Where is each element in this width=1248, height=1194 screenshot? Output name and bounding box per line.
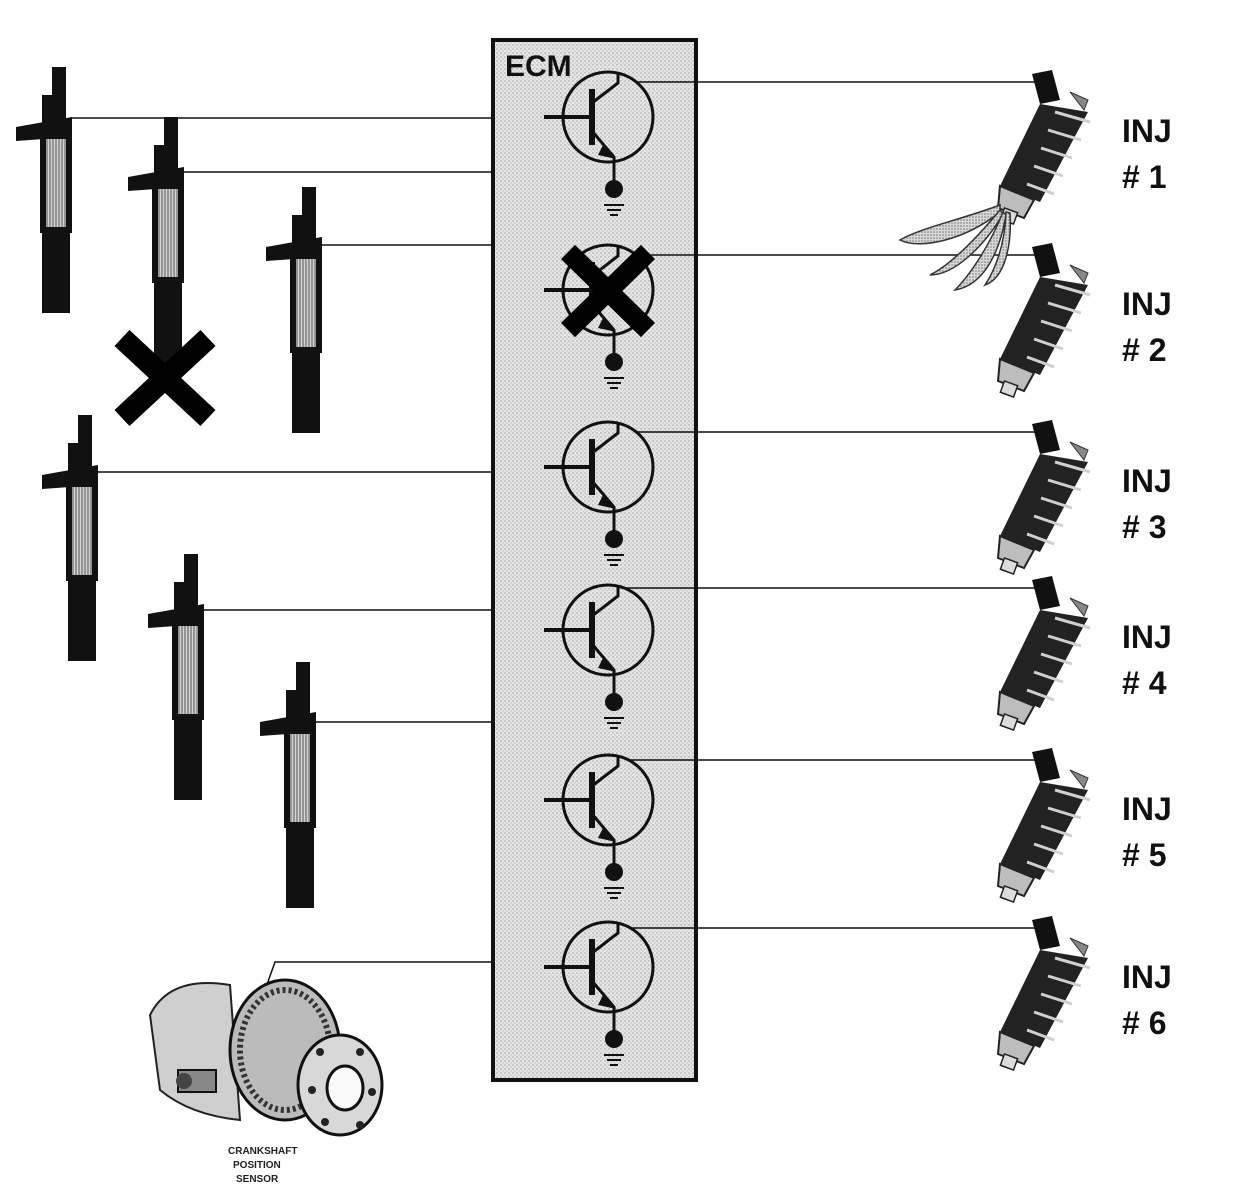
failed-coil-x-icon bbox=[114, 329, 216, 427]
ignition-coil-3 bbox=[266, 187, 322, 433]
injector-label-2: INJ bbox=[1122, 286, 1172, 322]
ignition-coils bbox=[16, 67, 322, 908]
ecm-drivers bbox=[544, 70, 655, 1066]
transistor-driver-5 bbox=[544, 753, 655, 899]
injector-label-6: INJ bbox=[1122, 959, 1172, 995]
ecm-box bbox=[491, 38, 698, 1082]
injector-number-4: # 4 bbox=[1122, 665, 1167, 701]
injector-number-5: # 5 bbox=[1122, 837, 1166, 873]
injector-label-5: INJ bbox=[1122, 791, 1172, 827]
crankshaft-sensor-illustration bbox=[148, 978, 384, 1137]
transistor-driver-4 bbox=[544, 583, 655, 729]
injector-number-1: # 1 bbox=[1122, 159, 1166, 195]
fuel-injectors: INJ # 1 INJ # 2 INJ # 3 INJ # 4 INJ # 5 INJ # 6 bbox=[996, 70, 1172, 1071]
ignition-coil-1 bbox=[16, 67, 72, 313]
injector-number-6: # 6 bbox=[1122, 1005, 1166, 1041]
sensor-label-line2: POSITION bbox=[233, 1160, 281, 1171]
injector-number-3: # 3 bbox=[1122, 509, 1166, 545]
transistor-driver-6 bbox=[544, 920, 655, 1066]
fuel-injector-4 bbox=[996, 576, 1091, 731]
injector-number-2: # 2 bbox=[1122, 332, 1166, 368]
injector-label-1: INJ bbox=[1122, 113, 1172, 149]
ecm-label: ECM bbox=[505, 50, 572, 83]
fuel-injector-3 bbox=[996, 420, 1091, 575]
transistor-driver-1 bbox=[544, 70, 655, 216]
fuel-injector-2 bbox=[996, 243, 1091, 398]
injector-label-3: INJ bbox=[1122, 463, 1172, 499]
fuel-injector-1 bbox=[996, 70, 1091, 225]
sensor-label-line1: CRANKSHAFT bbox=[228, 1146, 297, 1157]
fuel-injector-6 bbox=[996, 916, 1091, 1071]
transistor-driver-3 bbox=[544, 420, 655, 566]
transistor-driver-2 bbox=[544, 243, 655, 389]
fuel-spray bbox=[898, 203, 1012, 292]
sensor-label-line3: SENSOR bbox=[236, 1174, 279, 1185]
ignition-coil-4 bbox=[42, 415, 98, 661]
ignition-coil-5 bbox=[148, 554, 204, 800]
ignition-coil-2 bbox=[114, 117, 216, 427]
injector-label-4: INJ bbox=[1122, 619, 1172, 655]
failed-driver-x-icon bbox=[561, 244, 655, 338]
fuel-injector-5 bbox=[996, 748, 1091, 903]
ignition-coil-6 bbox=[260, 662, 316, 908]
